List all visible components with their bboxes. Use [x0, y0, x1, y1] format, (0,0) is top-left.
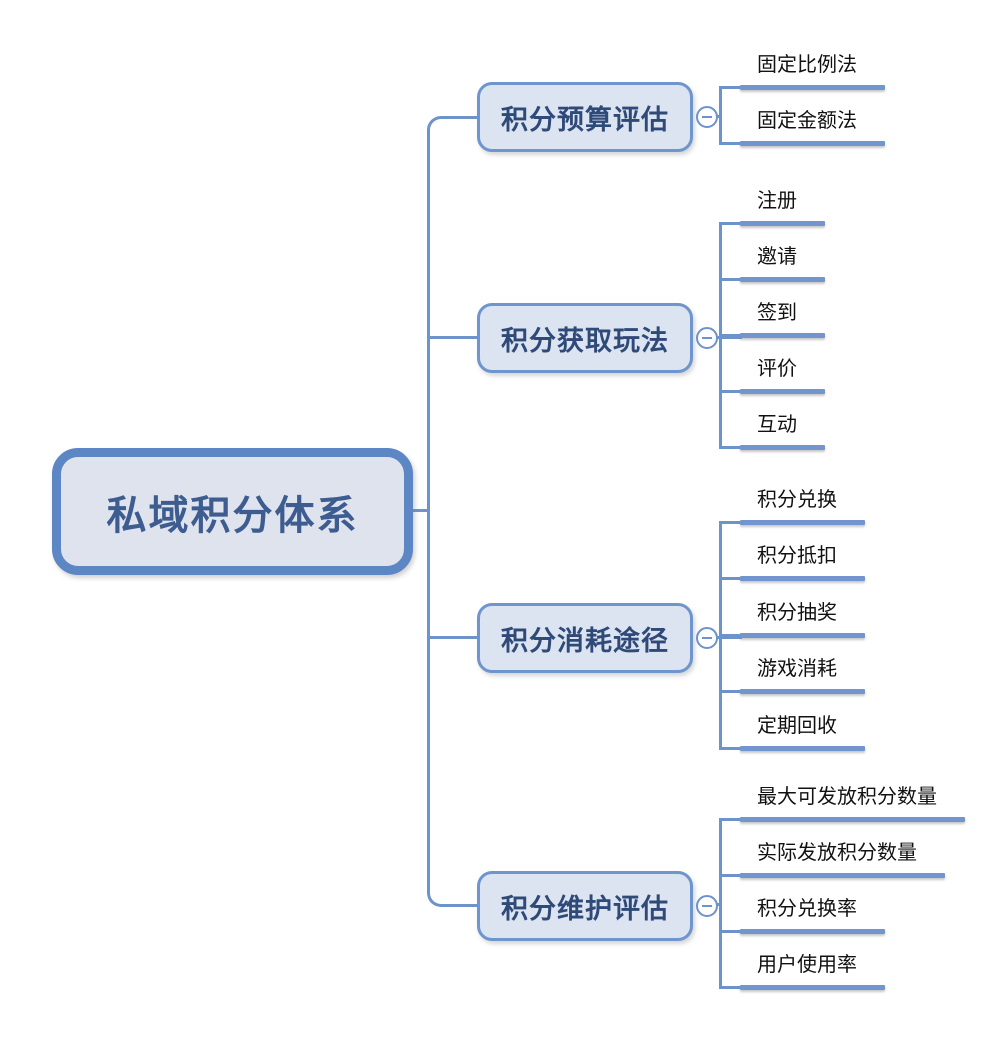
leaf-node[interactable]: 用户使用率	[740, 952, 885, 990]
connector-leaf-lead	[719, 446, 742, 449]
connector-leaf-lead	[719, 634, 742, 637]
branch-node-budget[interactable]: 积分预算评估	[477, 82, 693, 152]
branch-node-label: 积分维护评估	[501, 893, 669, 924]
collapse-button-budget[interactable]	[696, 106, 718, 128]
connector-leaf-lead	[719, 142, 742, 145]
connector-leaf-lead	[719, 986, 742, 989]
connector-leaf-lead	[719, 334, 742, 337]
connector-leaf-lead	[719, 818, 742, 821]
connector-leaf-lead	[719, 874, 742, 877]
leaf-node[interactable]: 互动	[740, 412, 825, 450]
leaf-node[interactable]: 积分抵扣	[740, 543, 865, 581]
collapse-button-spend[interactable]	[696, 627, 718, 649]
connector-spine-bottom	[427, 511, 477, 907]
minus-icon	[702, 637, 712, 639]
branch-node-label: 积分获取玩法	[501, 325, 669, 356]
connector-leaf-lead	[719, 390, 742, 393]
connector-leaf-lead	[719, 222, 742, 225]
collapse-button-maintain[interactable]	[696, 895, 718, 917]
connector-leaf-lead	[719, 747, 742, 750]
connector-root	[410, 509, 429, 512]
connector-leaf-lead	[719, 86, 742, 89]
connector-spine-top	[427, 116, 477, 511]
leaf-node[interactable]: 积分兑换	[740, 487, 865, 525]
branch-node-spend[interactable]: 积分消耗途径	[477, 603, 693, 673]
leaf-node[interactable]: 最大可发放积分数量	[740, 784, 965, 822]
leaf-node[interactable]: 实际发放积分数量	[740, 840, 945, 878]
leaf-node[interactable]: 签到	[740, 300, 825, 338]
leaf-node[interactable]: 固定比例法	[740, 52, 885, 90]
connector-collapse-lead	[714, 636, 742, 639]
branch-node-maintain[interactable]: 积分维护评估	[477, 871, 693, 941]
branch-node-label: 积分消耗途径	[501, 625, 669, 656]
leaf-node[interactable]: 积分兑换率	[740, 896, 885, 934]
connector-branch-3	[427, 636, 477, 639]
connector-leaf-lead	[719, 278, 742, 281]
leaf-node[interactable]: 积分抽奖	[740, 600, 865, 638]
branch-node-label: 积分预算评估	[501, 104, 669, 135]
connector-leaf-lead	[719, 930, 742, 933]
leaf-node[interactable]: 游戏消耗	[740, 656, 865, 694]
connector-children-spine-1	[719, 86, 722, 145]
leaf-node[interactable]: 注册	[740, 188, 825, 226]
leaf-node[interactable]: 邀请	[740, 244, 825, 282]
connector-branch-2	[427, 336, 477, 339]
minus-icon	[702, 337, 712, 339]
leaf-node[interactable]: 评价	[740, 356, 825, 394]
minus-icon	[702, 116, 712, 118]
leaf-node[interactable]: 定期回收	[740, 713, 865, 751]
connector-leaf-lead	[719, 521, 742, 524]
branch-node-earn[interactable]: 积分获取玩法	[477, 303, 693, 373]
root-node[interactable]: 私域积分体系	[52, 448, 413, 575]
connector-collapse-lead	[714, 336, 742, 339]
minus-icon	[702, 905, 712, 907]
collapse-button-earn[interactable]	[696, 327, 718, 349]
root-node-label: 私域积分体系	[106, 493, 359, 538]
connector-leaf-lead	[719, 690, 742, 693]
connector-children-spine-4	[719, 818, 722, 989]
connector-collapse-lead	[714, 115, 722, 118]
connector-collapse-lead	[714, 903, 722, 906]
leaf-node[interactable]: 固定金额法	[740, 108, 885, 146]
connector-leaf-lead	[719, 577, 742, 580]
